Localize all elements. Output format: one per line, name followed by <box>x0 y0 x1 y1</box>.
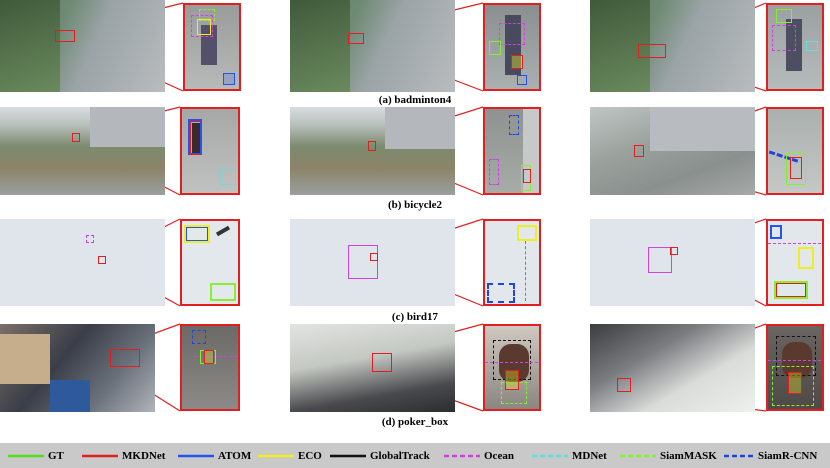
legend-item-siammask: SiamMASK <box>620 449 717 462</box>
bicycle2-zoom-3 <box>766 107 824 195</box>
caption-bird17: (c) bird17 <box>391 311 439 323</box>
caption-bicycle2: (b) bicycle2 <box>387 199 443 211</box>
badminton4-frame-2 <box>290 0 455 92</box>
bird17-zoom-2 <box>483 219 541 306</box>
poker-box-zoom-3 <box>766 324 824 411</box>
poker-box-frame-1 <box>0 324 155 412</box>
bicycle2-frame-3 <box>590 107 755 195</box>
caption-poker-box: (d) poker_box <box>381 416 449 428</box>
badminton4-zoom-1 <box>183 3 241 91</box>
bird17-frame-2 <box>290 219 455 306</box>
poker-box-frame-2 <box>290 324 455 412</box>
legend-item-atom: ATOM <box>178 449 252 462</box>
bird17-zoom-1 <box>180 219 240 306</box>
bird17-frame-3 <box>590 219 755 306</box>
bird17-frame-1 <box>0 219 165 306</box>
bicycle2-frame-1 <box>0 107 165 195</box>
legend-item-mdnet: MDNet <box>532 449 607 462</box>
bicycle2-frame-2 <box>290 107 455 195</box>
legend-bar: GT MKDNet ATOM ECO GlobalTrack Ocean MDN… <box>0 443 830 468</box>
legend-item-eco: ECO <box>258 449 322 462</box>
bird17-zoom-3 <box>766 219 824 306</box>
poker-box-frame-3 <box>590 324 755 412</box>
badminton4-zoom-3 <box>766 3 824 91</box>
badminton4-zoom-2 <box>483 3 541 91</box>
poker-box-zoom-2 <box>483 324 541 411</box>
legend-item-mkdnet: MKDNet <box>82 449 166 462</box>
legend-item-globaltrack: GlobalTrack <box>330 449 430 462</box>
poker-box-zoom-1 <box>180 324 240 411</box>
bicycle2-zoom-1 <box>180 107 240 195</box>
badminton4-frame-3 <box>590 0 755 92</box>
legend-item-gt: GT <box>8 449 64 462</box>
legend-item-ocean: Ocean <box>444 449 514 462</box>
bicycle2-zoom-2 <box>483 107 541 195</box>
badminton4-frame-1 <box>0 0 165 92</box>
legend-item-siamr-cnn: SiamR-CNN <box>724 449 818 462</box>
caption-badminton4: (a) badminton4 <box>378 94 452 106</box>
